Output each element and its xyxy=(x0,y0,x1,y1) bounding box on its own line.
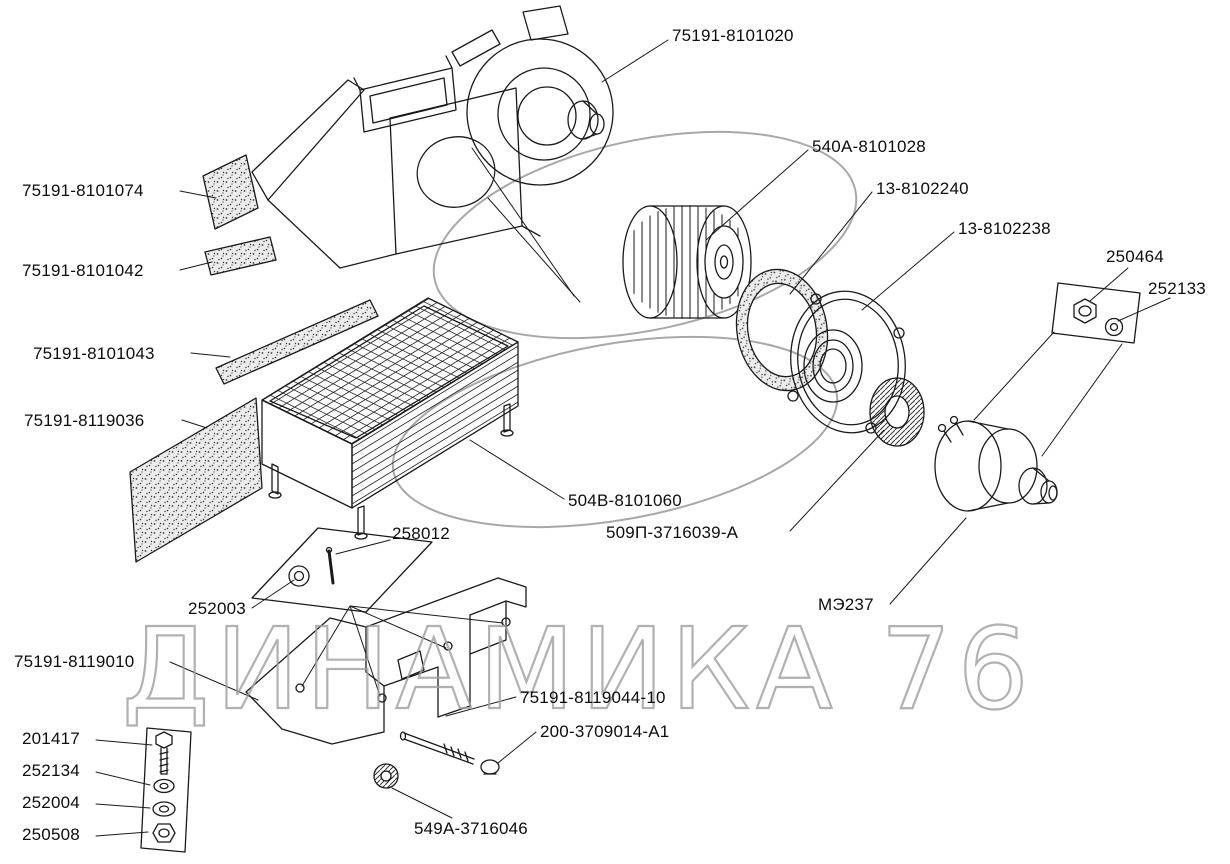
blower-housing xyxy=(251,5,614,269)
part-label-pin-258012: 258012 xyxy=(392,524,450,543)
seal-strip-3-drawing xyxy=(215,299,379,385)
part-label-bracket: 75191-8119010 xyxy=(14,652,135,671)
watermark: ДИНАМИКА 76 xyxy=(122,605,1035,735)
leader-lines xyxy=(95,39,1171,837)
part-label-insulation-sheet: 75191-8119036 xyxy=(24,411,145,430)
nut-drawing xyxy=(1073,298,1097,324)
heater-core-drawing xyxy=(261,297,519,540)
washer-drawing xyxy=(1104,317,1124,337)
part-label-washer-252003: 252003 xyxy=(188,599,246,618)
hardware-set xyxy=(140,727,192,853)
seal-strip-2-drawing xyxy=(204,236,277,276)
part-label-gasket: 13-8102240 xyxy=(876,179,969,198)
part-label-nut-250508: 250508 xyxy=(22,825,80,844)
bolt-drawing xyxy=(155,731,173,775)
electric-motor-drawing xyxy=(934,415,1058,512)
part-label-electric-motor: МЭ237 xyxy=(818,595,874,614)
gasket-ring xyxy=(735,268,829,392)
part-label-seal-strip-2: 75191-8101042 xyxy=(22,261,144,280)
part-label-seal-strip-1: 75191-8101074 xyxy=(22,181,144,200)
assembly-lines-housing xyxy=(471,147,581,303)
part-label-heater-core: 504В-8101060 xyxy=(568,491,682,510)
part-label-seal-ring: 509П-3716039-А xyxy=(606,523,739,542)
part-label-washer-252134: 252134 xyxy=(22,761,80,780)
washer-252003-drawing xyxy=(288,565,310,587)
part-label-bolt-long: 200-3709014-А1 xyxy=(540,722,670,741)
washer-252004-drawing xyxy=(152,801,176,817)
assembly-lines-bracket xyxy=(301,605,504,697)
part-label-nut-250464: 250464 xyxy=(1106,247,1164,266)
insulation-sheet-drawing xyxy=(129,397,263,563)
seal-ring-drawing xyxy=(869,377,925,447)
pin-panel xyxy=(251,527,433,613)
seal-strip-1-drawing xyxy=(202,154,259,230)
fan-impeller xyxy=(622,205,752,319)
part-label-bolt-201417: 201417 xyxy=(22,729,80,748)
part-label-seal-strip-3: 75191-8101043 xyxy=(33,344,155,363)
grommet-drawing xyxy=(373,763,399,789)
part-label-washer-252133: 252133 xyxy=(1148,279,1206,298)
washer-252134-drawing xyxy=(153,778,175,794)
part-label-cover-plate: 13-8102238 xyxy=(958,219,1051,238)
part-label-fan-wheel: 540А-8101028 xyxy=(812,137,926,156)
pin-drawing xyxy=(325,546,335,585)
nut-250508-drawing xyxy=(152,823,176,843)
cover-plate-drawing xyxy=(787,290,906,434)
mounting-plate xyxy=(973,282,1141,457)
part-label-bracket-plate: 75191-8119044-10 xyxy=(520,688,666,707)
part-label-blower-assembly: 75191-8101020 xyxy=(672,26,794,45)
part-label-washer-252004: 252004 xyxy=(22,793,80,812)
bracket-drawing xyxy=(245,577,527,745)
long-bolt-drawing xyxy=(399,731,500,775)
part-label-grommet: 549А-3716046 xyxy=(414,819,528,838)
